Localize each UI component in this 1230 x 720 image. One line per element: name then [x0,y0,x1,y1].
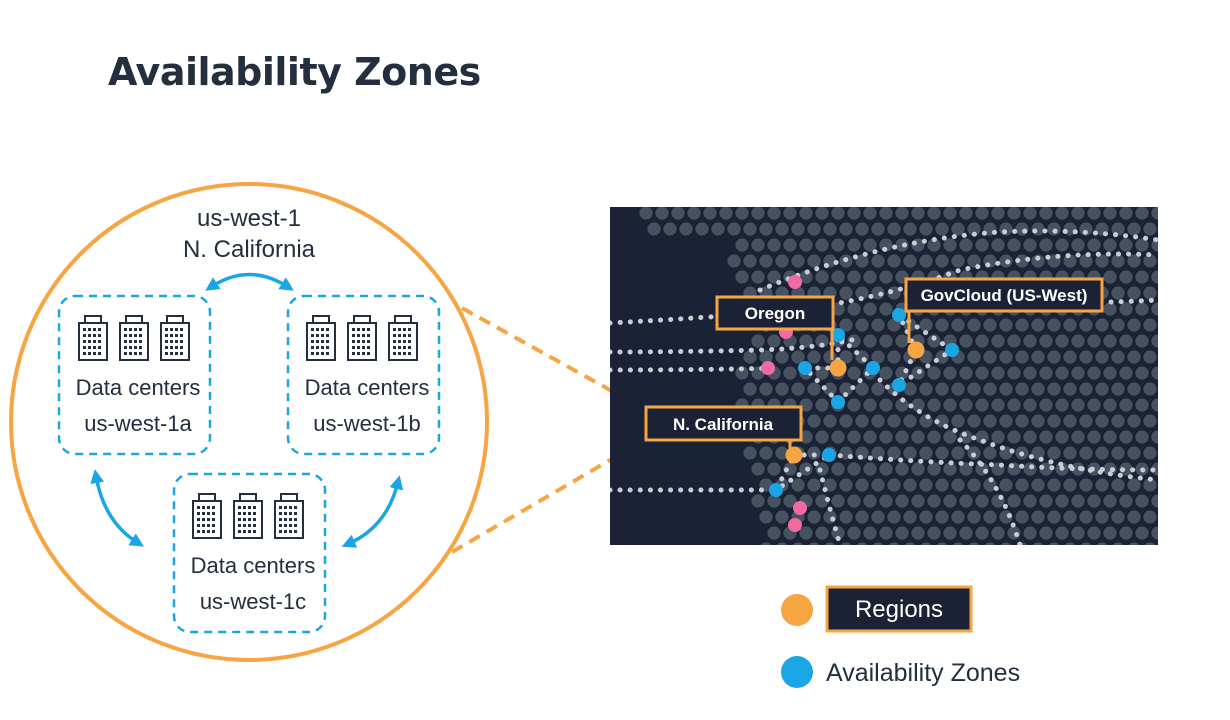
zone-code: us-west-1c [200,589,306,614]
zone-us-west-1b: Data centers us-west-1b [286,294,441,456]
legend: Regions Availability Zones [781,585,1020,688]
zone-label: Data centers [76,375,201,400]
arrow-1a-1b [205,272,294,291]
zone-code: us-west-1b [313,411,421,436]
zone-us-west-1c: Data centers us-west-1c [172,472,327,634]
zone-label: Data centers [191,553,316,578]
region-name: N. California [183,236,316,263]
arrow-1b-1c [341,475,404,548]
zoom-connector-top [461,306,649,413]
map-label-govcloud: GovCloud (US-West) [904,277,1104,313]
legend-az-label: Availability Zones [826,659,1020,687]
page-title: Availability Zones [108,50,481,94]
legend-region-box [825,585,973,633]
arrow-1a-1c [90,469,144,547]
map-region-markers [761,275,959,532]
region-code: us-west-1 [197,205,301,232]
oregon-label: Oregon [745,304,805,323]
zone-code: us-west-1a [84,411,192,436]
map-label-oregon: Oregon [715,295,835,331]
legend-regions-label: Regions [855,596,943,623]
zone-label: Data centers [305,375,430,400]
zone-us-west-1a: Data centers us-west-1a [57,294,212,456]
region-map: Oregon GovCloud (US-West) N. California [610,207,1158,545]
map-label-ncalifornia: N. California [644,405,803,442]
govcloud-label: GovCloud (US-West) [921,286,1088,305]
legend-region-swatch [781,594,813,626]
ncalifornia-label: N. California [673,415,774,434]
legend-az-swatch [781,656,813,688]
